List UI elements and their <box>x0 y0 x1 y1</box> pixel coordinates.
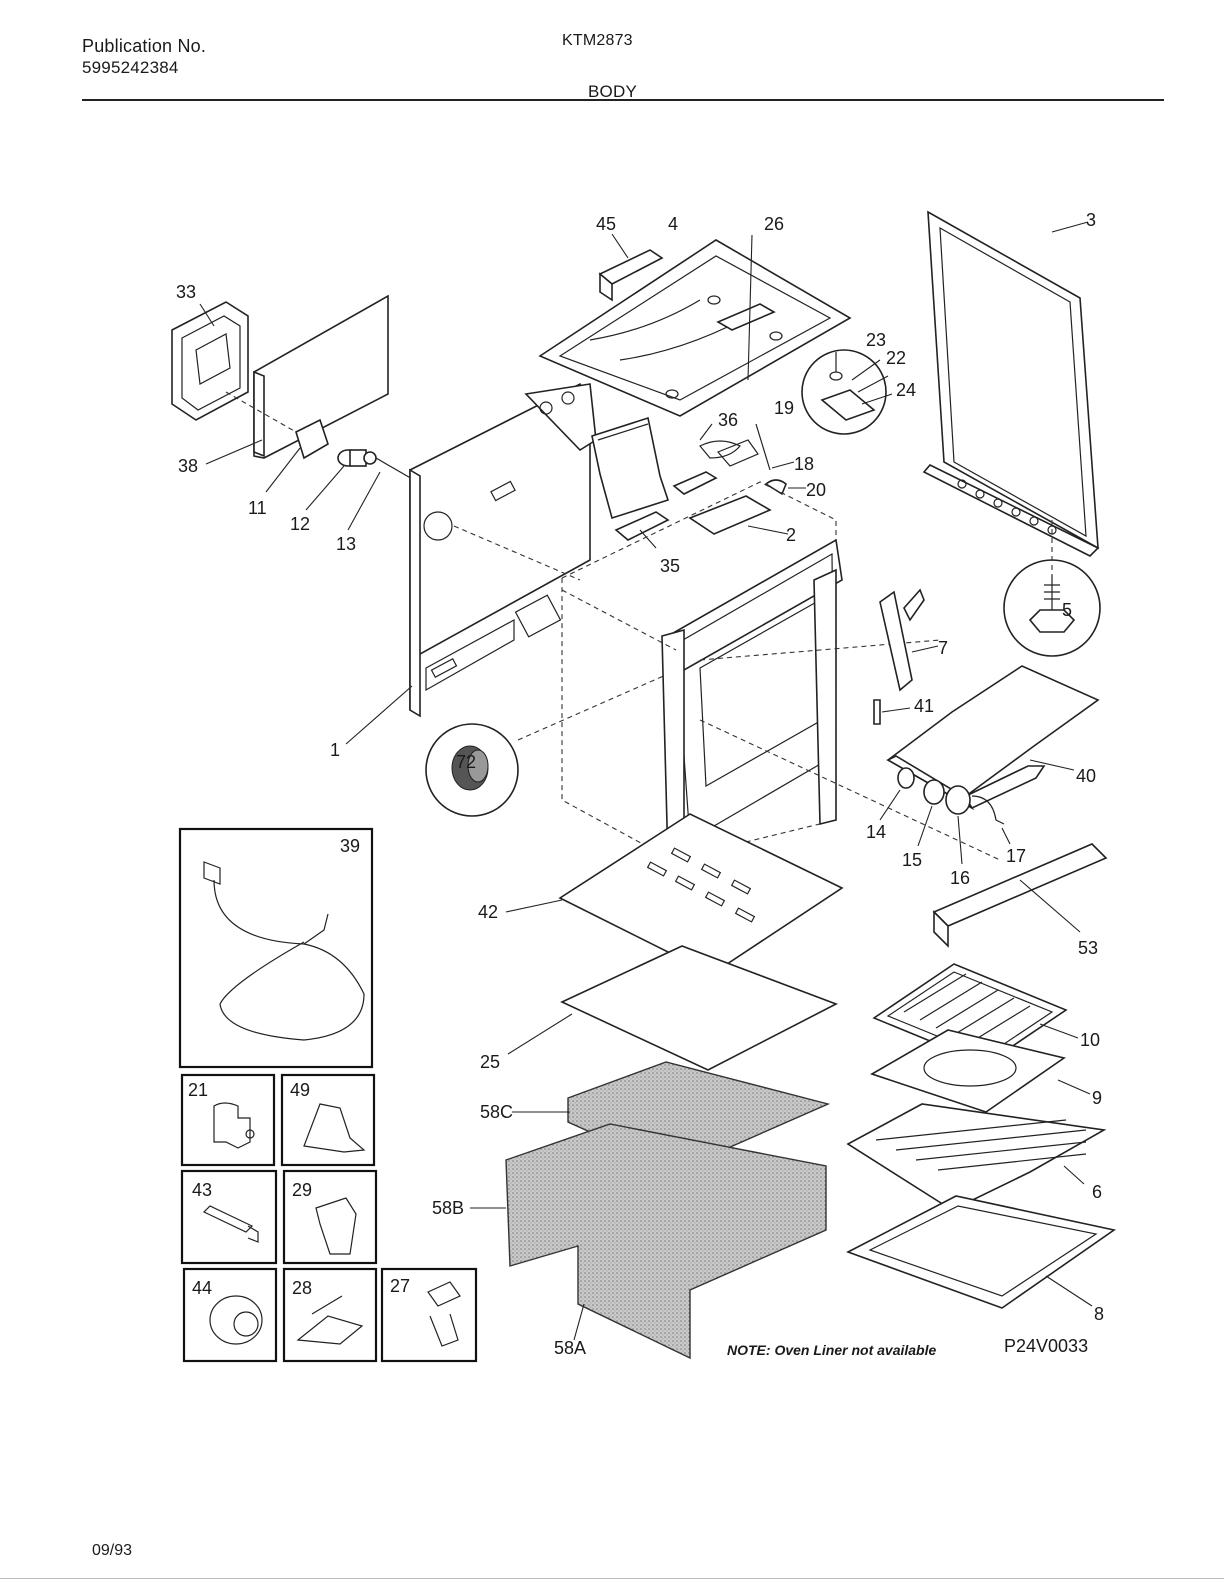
callout-25: 25 <box>480 1052 500 1072</box>
callout-9: 9 <box>1092 1088 1102 1108</box>
callout-28: 28 <box>292 1278 312 1298</box>
header-rule <box>82 99 1164 101</box>
oven-bottom-liner-part <box>846 1195 1116 1309</box>
callout-1: 1 <box>330 740 340 760</box>
callout-41: 41 <box>914 696 934 716</box>
publication-label: Publication No. <box>82 36 207 56</box>
top-panel-part <box>538 234 852 417</box>
insulation-part <box>470 1061 831 1360</box>
callout-40: 40 <box>1076 766 1096 786</box>
fan-motor-part <box>265 418 415 531</box>
diagram-code: P24V0033 <box>1004 1336 1088 1356</box>
bracket-part <box>598 233 664 302</box>
callout-58a: 58A <box>554 1338 586 1358</box>
latch-detail-part <box>801 349 893 435</box>
heat-deflector-part <box>886 665 1100 811</box>
fan-blade-part <box>425 659 701 817</box>
callout-72: 72 <box>456 752 476 772</box>
callout-26: 26 <box>764 214 784 234</box>
callout-4: 4 <box>668 214 678 234</box>
power-cord-inset <box>178 827 374 1069</box>
callout-16: 16 <box>950 868 970 888</box>
back-wall-part <box>345 382 597 745</box>
oven-rack-part <box>846 1103 1107 1211</box>
callout-33: 33 <box>176 282 196 302</box>
callout-44: 44 <box>192 1278 212 1298</box>
callout-12: 12 <box>290 514 310 534</box>
callout-38: 38 <box>178 456 198 476</box>
callout-17: 17 <box>1006 846 1026 866</box>
callout-3: 3 <box>1086 210 1096 230</box>
publication-number: 5995242384 <box>82 58 179 77</box>
callout-22: 22 <box>886 348 906 368</box>
callout-14: 14 <box>866 822 886 842</box>
callout-15: 15 <box>902 850 922 870</box>
callout-18: 18 <box>794 454 814 474</box>
callout-20: 20 <box>806 480 826 500</box>
rear-panel-part <box>171 294 389 465</box>
oven-body-part <box>561 481 1001 864</box>
callout-21: 21 <box>188 1080 208 1100</box>
callout-13: 13 <box>336 534 356 554</box>
callout-10: 10 <box>1080 1030 1100 1050</box>
callout-24: 24 <box>896 380 916 400</box>
section-title: BODY <box>588 82 637 101</box>
callout-45: 45 <box>596 214 616 234</box>
sub-panel-part <box>507 945 838 1071</box>
side-panel-part <box>922 210 1100 557</box>
callout-29: 29 <box>292 1180 312 1200</box>
callout-labels: 1234567891011121314151617181920212223242… <box>176 210 1104 1358</box>
callout-58c: 58C <box>480 1102 513 1122</box>
callout-5: 5 <box>1062 600 1072 620</box>
rail-part <box>932 843 1108 948</box>
callout-35: 35 <box>660 556 680 576</box>
model-number: KTM2873 <box>562 32 633 49</box>
callout-27: 27 <box>390 1276 410 1296</box>
callout-19: 19 <box>774 398 794 418</box>
callout-11: 11 <box>248 498 267 518</box>
publication-date: 09/93 <box>92 1542 133 1559</box>
callout-6: 6 <box>1092 1182 1102 1202</box>
hinge-part <box>873 588 939 725</box>
callout-36: 36 <box>718 410 738 430</box>
broiler-pan-part <box>870 1029 1091 1113</box>
callout-53: 53 <box>1078 938 1098 958</box>
callout-23: 23 <box>866 330 886 350</box>
small-parts-inset <box>180 1073 478 1363</box>
leveling-leg-part <box>1003 520 1101 657</box>
callout-49: 49 <box>290 1080 310 1100</box>
callout-7: 7 <box>938 638 948 658</box>
callout-58b: 58B <box>432 1198 464 1218</box>
callout-43: 43 <box>192 1180 212 1200</box>
callout-2: 2 <box>786 525 796 545</box>
footer-rule <box>0 1578 1224 1579</box>
control-components-part <box>591 416 806 549</box>
bottom-panel-part <box>505 813 844 975</box>
callout-39: 39 <box>340 836 360 856</box>
callout-8: 8 <box>1094 1304 1104 1324</box>
diagram-note: NOTE: Oven Liner not available <box>727 1342 936 1358</box>
callout-42: 42 <box>478 902 498 922</box>
light-assembly-part <box>879 767 1011 865</box>
